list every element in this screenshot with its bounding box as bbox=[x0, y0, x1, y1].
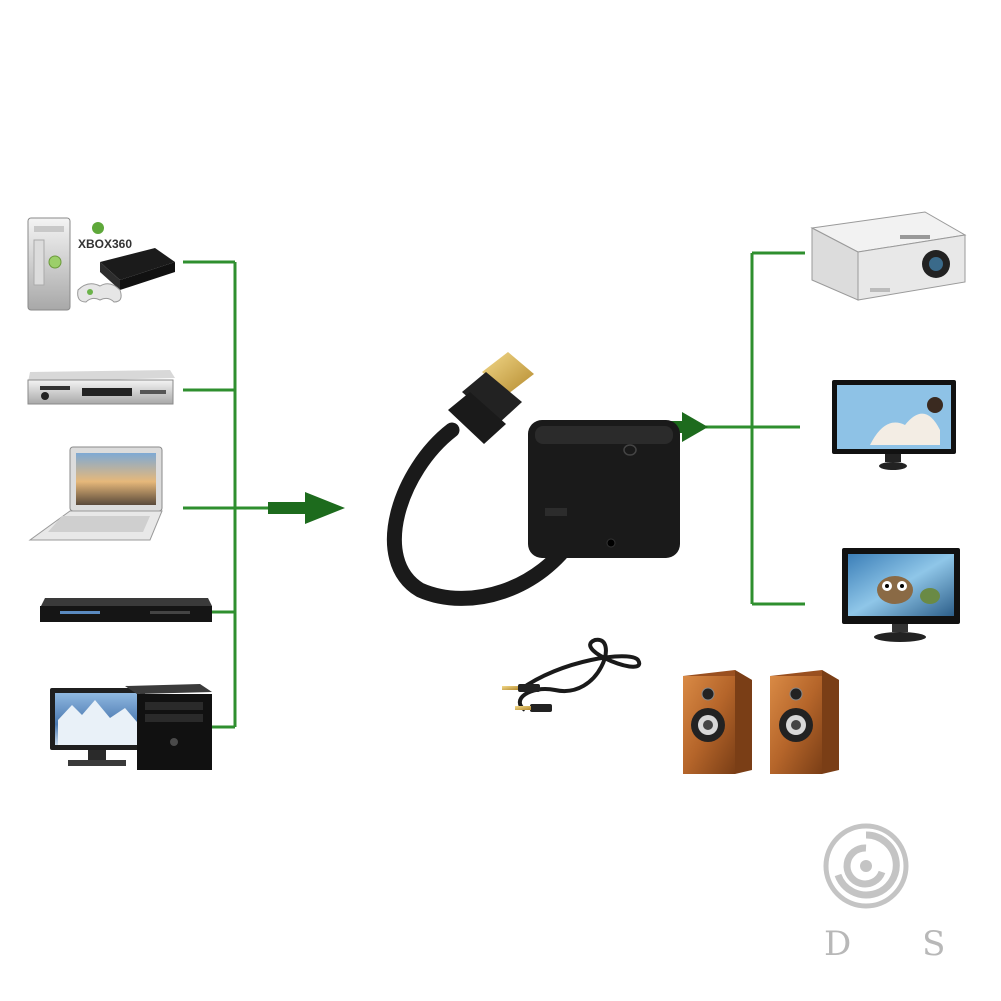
bluray-player-icon bbox=[40, 598, 212, 622]
dvd-player-icon bbox=[27, 370, 175, 405]
audio-cable-icon bbox=[502, 637, 642, 712]
input-connector-lines bbox=[183, 260, 275, 729]
input-arrow-icon bbox=[268, 492, 345, 524]
desktop-pc-icon bbox=[50, 684, 212, 770]
projector-icon bbox=[810, 211, 967, 301]
tv-icon bbox=[842, 548, 960, 642]
hdmi-to-vga-adapter bbox=[387, 352, 680, 606]
speaker-icon bbox=[770, 670, 839, 774]
xbox-logo-text: XBOX360 bbox=[78, 237, 132, 251]
console-icon: XBOX360 bbox=[27, 217, 175, 311]
vga-box-icon bbox=[528, 420, 680, 558]
watermark-logo-icon bbox=[823, 823, 909, 909]
monitor-icon bbox=[832, 380, 956, 470]
laptop-icon bbox=[28, 446, 163, 541]
watermark-text: D S bbox=[824, 924, 975, 964]
speaker-icon bbox=[683, 670, 752, 774]
hdmi-plug-icon bbox=[448, 352, 534, 444]
